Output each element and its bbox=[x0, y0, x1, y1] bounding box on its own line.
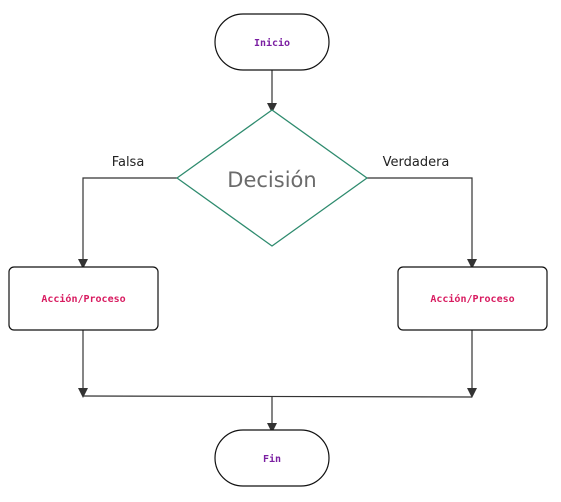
action-node-right-label: Acción/Proceso bbox=[430, 293, 514, 305]
connectors bbox=[78, 70, 477, 433]
decision-node-shape bbox=[176, 109, 368, 247]
end-node-shape bbox=[214, 429, 330, 487]
decision-node[interactable]: Decisión bbox=[176, 109, 368, 247]
action-node-left-label: Acción/Proceso bbox=[41, 293, 125, 305]
start-node-shape bbox=[214, 13, 330, 71]
start-node[interactable]: Inicio bbox=[214, 13, 330, 71]
connector-decision-to-right-action bbox=[367, 177, 477, 269]
connector-decision-to-left-action bbox=[78, 177, 177, 269]
action-node-right-shape bbox=[397, 266, 548, 331]
branch-false-label: Falsa bbox=[112, 155, 145, 170]
action-node-right[interactable]: Acción/Proceso bbox=[397, 266, 548, 331]
branch-true-label: Verdadera bbox=[383, 155, 450, 170]
action-node-left-shape bbox=[8, 266, 159, 331]
end-node[interactable]: Fin bbox=[214, 429, 330, 487]
end-node-label: Fin bbox=[263, 453, 281, 465]
action-node-left[interactable]: Acción/Proceso bbox=[8, 266, 159, 331]
start-node-label: Inicio bbox=[254, 37, 290, 49]
merge-line bbox=[82, 395, 473, 398]
decision-node-label: Decisión bbox=[227, 168, 316, 192]
